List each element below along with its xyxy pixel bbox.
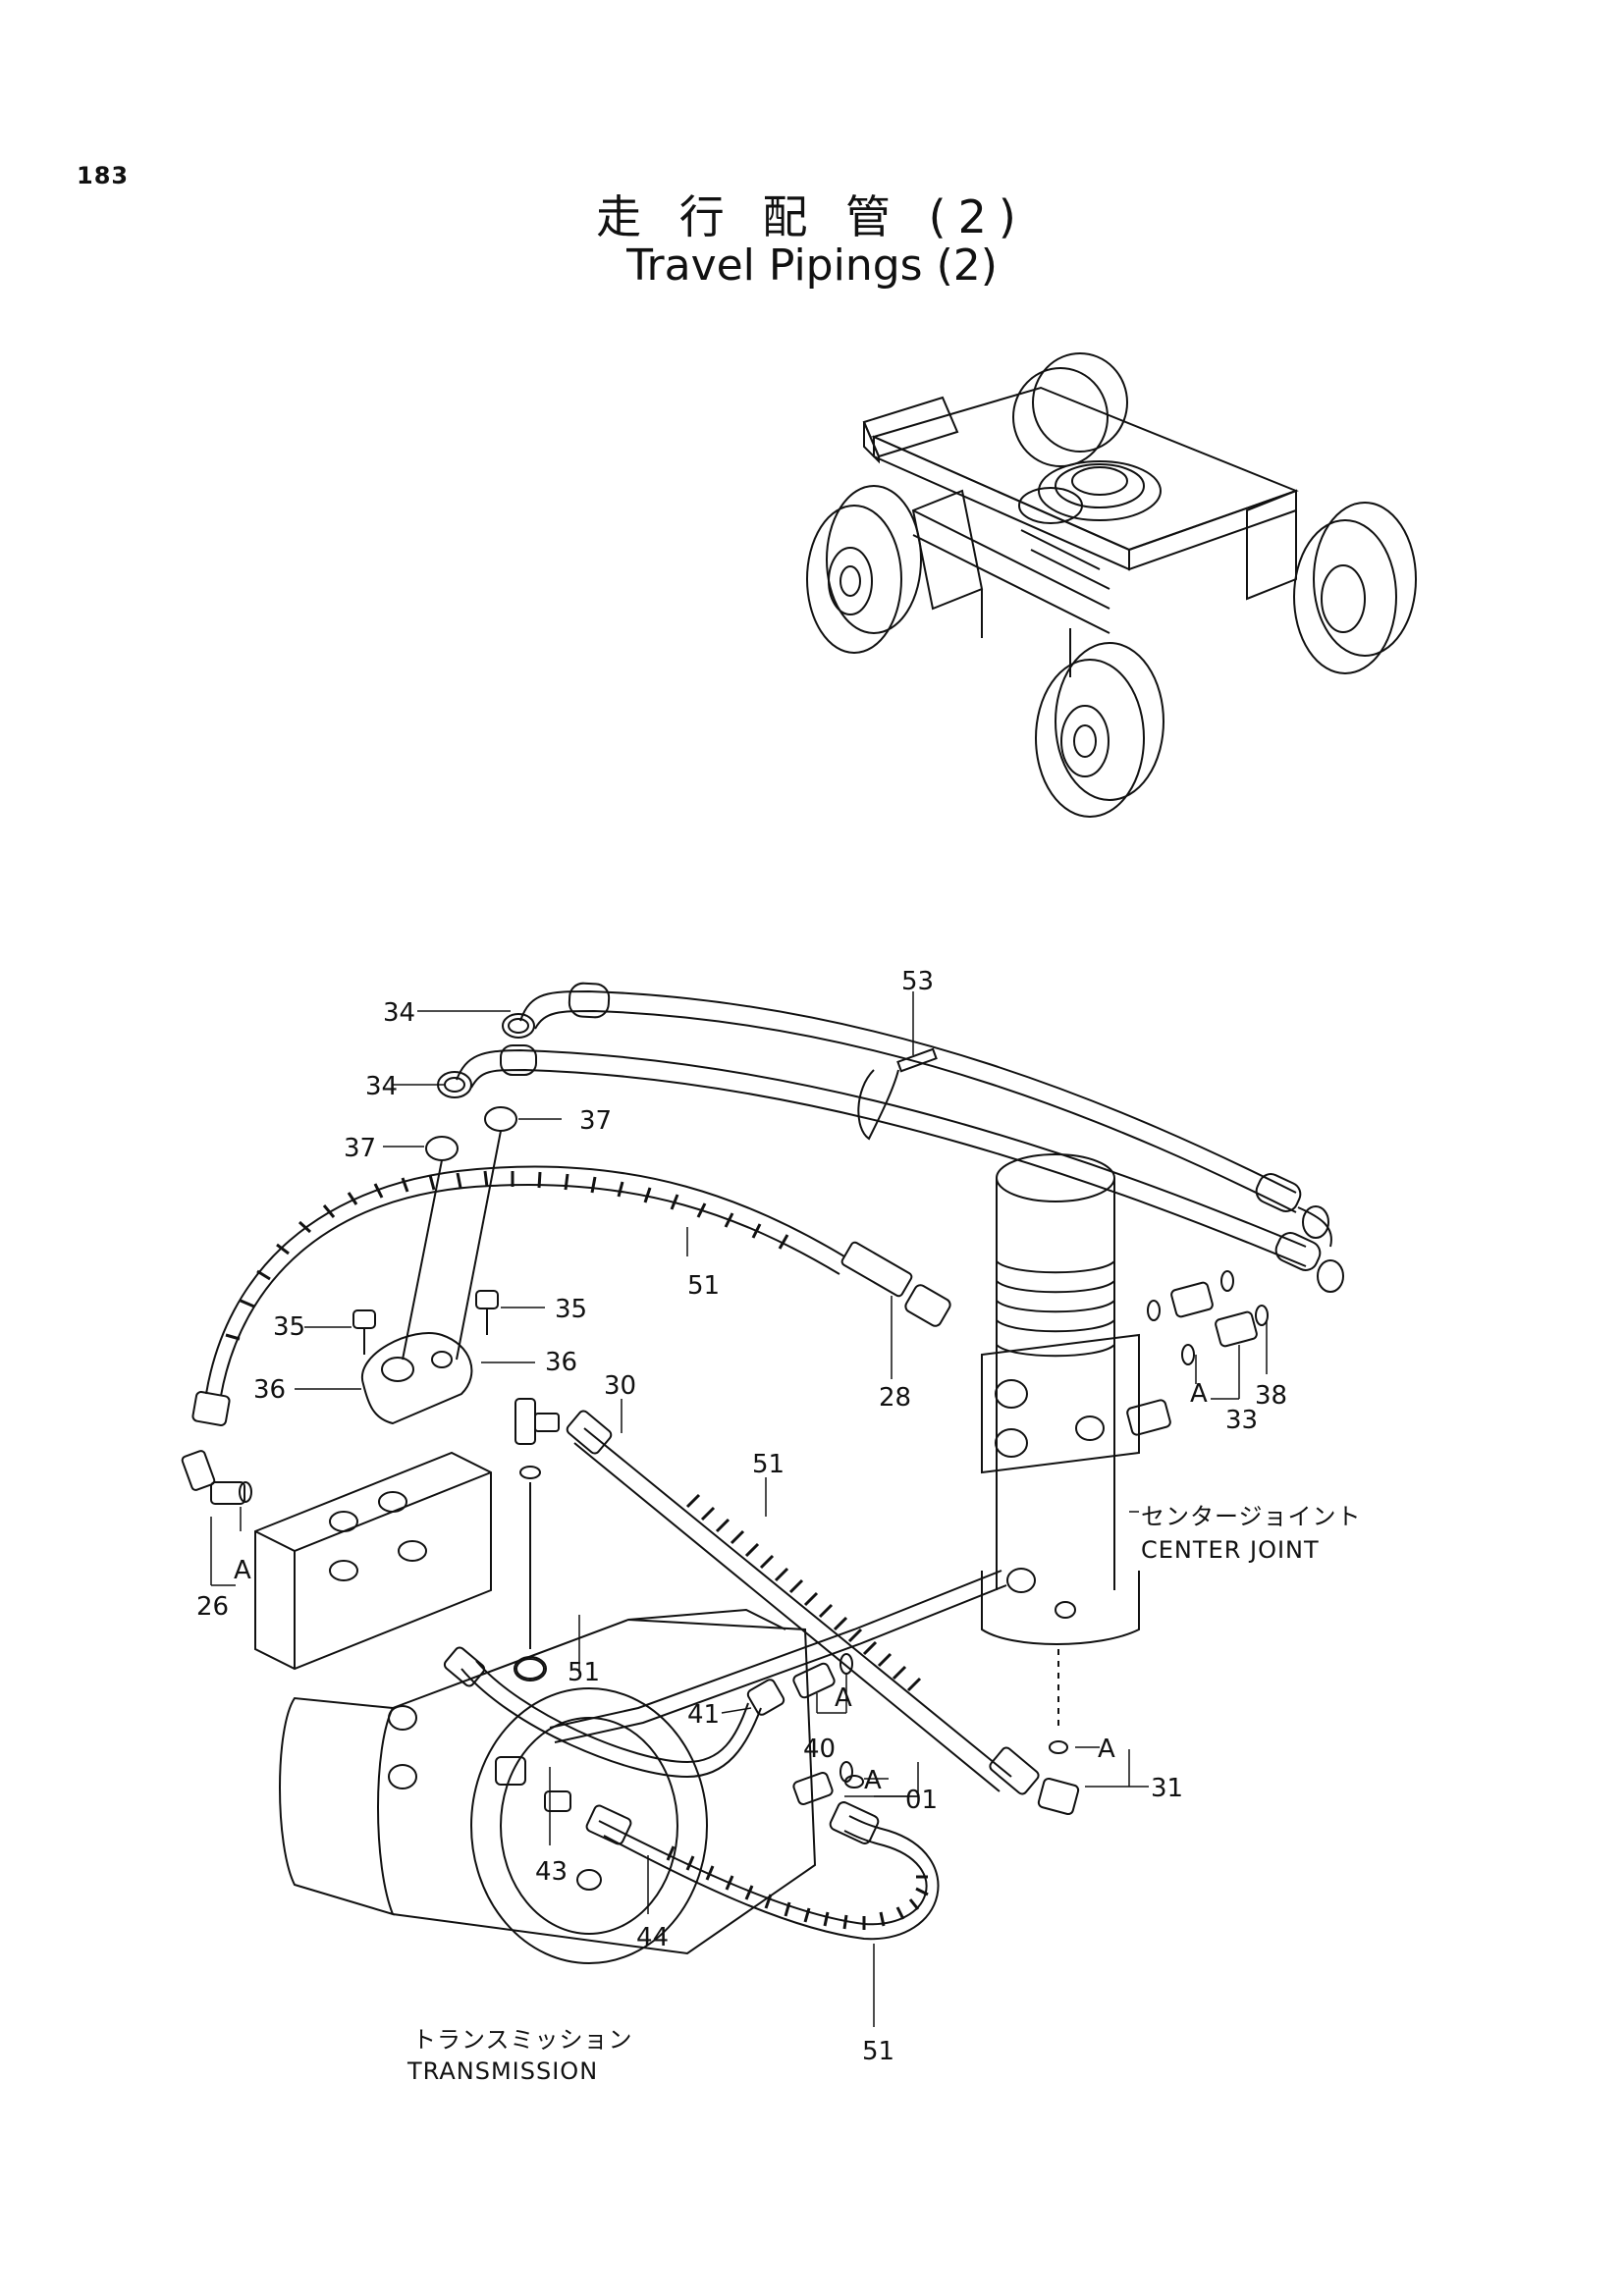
- callout-28: 28: [879, 1383, 911, 1413]
- callout-30: 30: [604, 1371, 636, 1401]
- hose-clamp-53: [857, 1047, 938, 1141]
- callout-38: 38: [1255, 1381, 1287, 1411]
- callout-53: 53: [901, 967, 934, 996]
- o-ring-31: [844, 1649, 1068, 1789]
- callout-36-b: 36: [545, 1348, 577, 1377]
- hose-upper-34a: [502, 982, 1297, 1213]
- callouts: 53 34 34 37 37 51 35 35 36 36 28 30 51 A…: [196, 967, 1287, 2066]
- armored-hose-51-middle: [566, 1410, 1080, 1816]
- callout-43: 43: [535, 1857, 568, 1887]
- callout-35-b: 35: [555, 1295, 587, 1324]
- callout-37-a: 37: [344, 1134, 376, 1163]
- callout-A-2: A: [234, 1556, 251, 1585]
- machine-overview-illustration: [806, 352, 1417, 818]
- center-joint-label-en: CENTER JOINT: [1141, 1536, 1320, 1564]
- callout-36-a: 36: [253, 1375, 286, 1405]
- callout-35-a: 35: [273, 1312, 305, 1342]
- callout-51-d: 51: [862, 2037, 894, 2066]
- transmission-label-jp: トランスミッション: [412, 2026, 633, 2054]
- callout-51-c: 51: [568, 1658, 600, 1687]
- center-joint-label-jp: センタージョイント: [1141, 1503, 1362, 1530]
- valve-block-left: [181, 1106, 517, 1671]
- callout-A-5: A: [1098, 1735, 1115, 1764]
- callout-A-1: A: [1190, 1379, 1208, 1409]
- transmission-body: [279, 1608, 817, 1964]
- leader-lines: [210, 991, 1268, 2027]
- page-title-jp: 走 行 配 管 (2): [596, 190, 1028, 243]
- hose-41-44: [443, 1646, 853, 1812]
- center-joint-body: [981, 1153, 1269, 1645]
- tee-fitting: [514, 1398, 560, 1680]
- callout-37-b: 37: [579, 1106, 612, 1136]
- hose-end-fittings-right: [1255, 1173, 1344, 1293]
- callout-34-a: 34: [383, 998, 415, 1028]
- callout-40: 40: [803, 1735, 836, 1764]
- page-title-en: Travel Pipings (2): [626, 240, 998, 291]
- armored-hose-51-lower: [585, 1801, 940, 1941]
- callout-41: 41: [687, 1700, 720, 1730]
- callout-01: 01: [905, 1786, 938, 1815]
- callout-33: 33: [1225, 1406, 1258, 1435]
- component-labels: センタージョイント CENTER JOINT トランスミッション TRANSMI…: [406, 1503, 1362, 2085]
- callout-34-b: 34: [365, 1072, 398, 1101]
- transmission-label-en: TRANSMISSION: [406, 2057, 598, 2085]
- callout-A-4: A: [864, 1766, 882, 1795]
- callout-51-b: 51: [752, 1450, 785, 1479]
- callout-31: 31: [1151, 1774, 1183, 1803]
- callout-44: 44: [636, 1923, 669, 1952]
- callout-51-a: 51: [687, 1271, 720, 1301]
- callout-26: 26: [196, 1592, 229, 1622]
- callout-A-3: A: [835, 1683, 852, 1713]
- page-number: 183: [77, 162, 130, 189]
